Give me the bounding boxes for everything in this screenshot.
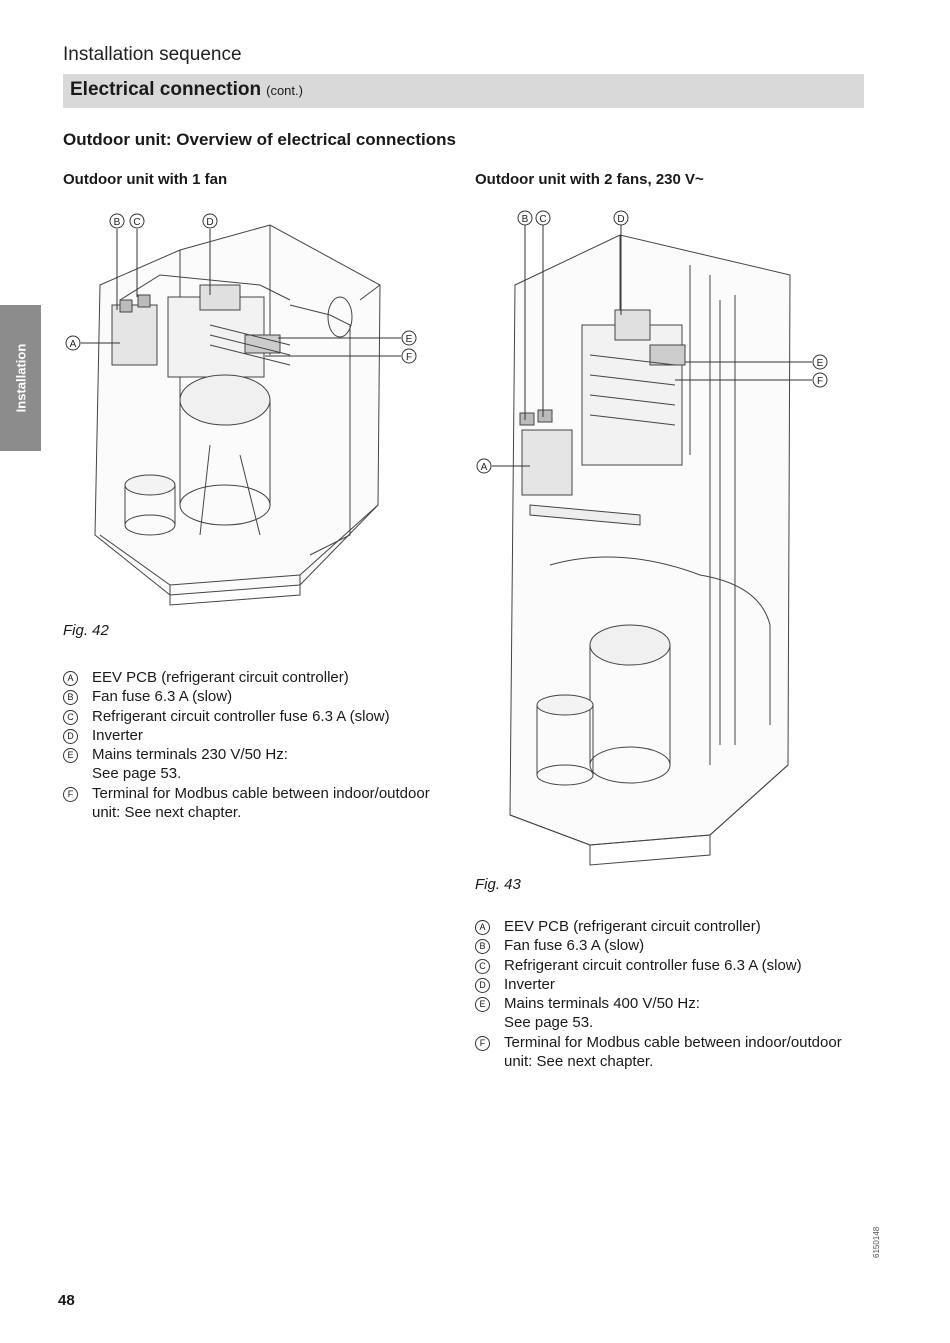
callout-e-1: E [406,334,413,345]
callout-e-2: E [817,358,824,369]
legend-text: Refrigerant circuit controller fuse 6.3 … [92,707,390,725]
legend-item: F Terminal for Modbus cable between indoo… [475,1033,870,1072]
legend-letter: F [475,1035,490,1051]
legend-text: EEV PCB (refrigerant circuit controller) [504,918,761,935]
legend-text: Terminal for Modbus cable between indoor… [92,784,430,822]
legend-item: C Refrigerant circuit controller fuse 6.3… [63,707,458,726]
legend-letter: D [63,728,78,744]
legend-letter: B [63,690,78,706]
legend-text: Terminal for Modbus cable between indoor… [504,1033,842,1071]
legend-letter: C [63,709,78,725]
legend-letter: D [475,977,490,993]
legend-text: EEV PCB (refrigerant circuit controller) [92,669,349,686]
legend-fig-43: A EEV PCB (refrigerant circuit controller… [475,917,870,1071]
outdoor-unit-1-fan-drawing: B C D A E F [65,213,417,606]
legend-letter: F [63,786,78,802]
legend-item: D Inverter [63,726,458,745]
legend-item: C Refrigerant circuit controller fuse 6.3… [475,956,870,975]
legend-text: Mains terminals 400 V/50 Hz: See page 53… [504,995,700,1032]
callout-d-1: D [206,217,213,228]
figure-heading-1: Outdoor unit with 1 fan [63,171,228,188]
legend-letter: A [475,920,490,935]
callout-a-1: A [70,339,77,350]
figure-heading-2: Outdoor unit with 2 fans, 230 V~ [475,171,704,188]
section-title: Installation sequence [63,44,242,65]
legend-item: D Inverter [475,975,870,994]
page-title: Electrical connection (cont.) [70,79,303,101]
legend-text: Mains terminals 230 V/50 Hz: See page 53… [92,746,288,783]
legend-letter: B [475,939,490,955]
document-number: 6150148 [872,1226,881,1258]
callout-c-1: C [133,217,140,228]
callout-a-2: A [481,462,488,473]
legend-item: B Fan fuse 6.3 A (slow) [475,936,870,955]
callout-d-2: D [617,214,624,225]
legend-item: A EEV PCB (refrigerant circuit controller… [475,917,870,936]
page-number: 48 [58,1292,75,1309]
legend-item: E Mains terminals 400 V/50 Hz: See page 5… [475,994,870,1033]
legend-letter: A [63,671,78,686]
callout-b-2: B [522,214,529,225]
title-suffix: (cont.) [266,83,303,98]
legend-letter: C [475,958,490,974]
legend-text: Inverter [92,726,143,744]
legend-text: Inverter [504,975,555,993]
legend-fig-42: A EEV PCB (refrigerant circuit controller… [63,668,458,822]
legend-letter: E [475,997,490,1013]
legend-item: A EEV PCB (refrigerant circuit controller… [63,668,458,687]
outdoor-unit-2-fans-drawing: B C D A E F [476,210,828,866]
legend-text: Refrigerant circuit controller fuse 6.3 … [504,956,802,974]
callout-c-2: C [539,214,546,225]
side-tab: Installation [0,305,41,451]
legend-text: Fan fuse 6.3 A (slow) [92,688,233,706]
subtitle: Outdoor unit: Overview of electrical con… [63,130,456,149]
header-bar: Electrical connection (cont.) [63,74,864,108]
figure-caption-42: Fig. 42 [63,622,109,639]
figure-caption-43: Fig. 43 [475,876,521,893]
callout-b-1: B [114,217,121,228]
side-tab-label: Installation [13,343,28,413]
legend-item: B Fan fuse 6.3 A (slow) [63,687,458,706]
callout-f-1: F [406,352,412,363]
page-title-text: Electrical connection [70,79,262,100]
legend-item: E Mains terminals 230 V/50 Hz: See page 5… [63,745,458,784]
legend-letter: E [63,748,78,764]
callout-f-2: F [817,376,823,387]
legend-item: F Terminal for Modbus cable between indoo… [63,784,458,823]
legend-text: Fan fuse 6.3 A (slow) [504,937,645,955]
